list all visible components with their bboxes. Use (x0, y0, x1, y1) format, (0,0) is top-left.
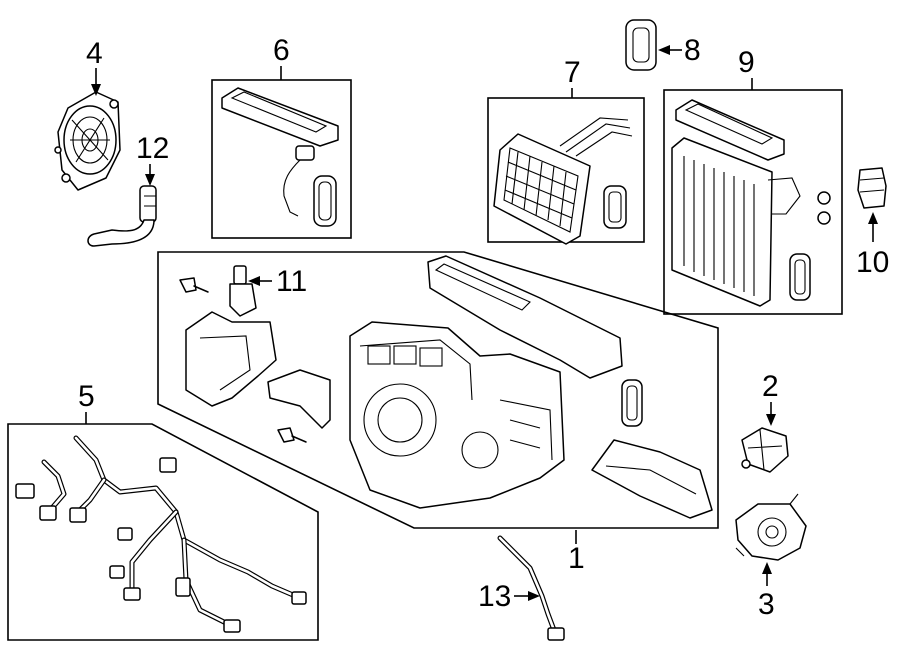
part-9-evaporator[interactable] (671, 99, 831, 307)
part-6-parts[interactable] (221, 87, 339, 227)
callout-7: 7 (564, 56, 581, 89)
arrowhead-11 (248, 276, 260, 286)
callout-1: 1 (568, 542, 585, 575)
callout-11: 11 (276, 265, 307, 298)
callout-8: 8 (684, 34, 701, 67)
part-13-drain-hose[interactable] (497, 535, 565, 641)
arrowhead-13 (528, 591, 540, 601)
part-11-sensor[interactable] (229, 265, 257, 317)
part-12-hose[interactable] (87, 185, 157, 247)
part-5-box (7, 423, 319, 641)
part-2-actuator[interactable] (741, 427, 789, 473)
arrowhead-2 (766, 414, 776, 426)
part-10-valve[interactable] (857, 167, 887, 209)
part-7-heater-core[interactable] (493, 117, 633, 245)
part-3-motor-actuator[interactable] (735, 493, 807, 561)
arrowhead-12 (145, 174, 155, 186)
arrowhead-10 (868, 212, 878, 224)
arrowhead-8 (658, 45, 670, 55)
callout-6: 6 (273, 34, 290, 67)
part-5-wiring-harness[interactable] (15, 435, 307, 633)
part-4-blower-fan[interactable] (54, 91, 121, 191)
callout-9: 9 (738, 46, 755, 79)
part-9-box (663, 89, 843, 315)
callout-3: 3 (758, 588, 775, 621)
callout-12: 12 (136, 132, 169, 165)
callout-10: 10 (856, 246, 889, 279)
callout-4: 4 (86, 37, 103, 70)
callout-2: 2 (762, 370, 779, 403)
callout-5: 5 (78, 380, 95, 413)
arrowhead-4 (91, 84, 101, 96)
part-8-seal[interactable] (625, 19, 657, 71)
part-1-hvac-unit[interactable] (179, 255, 713, 519)
part-1-box (157, 251, 719, 529)
callout-13: 13 (478, 580, 511, 613)
arrowhead-3 (762, 562, 772, 574)
